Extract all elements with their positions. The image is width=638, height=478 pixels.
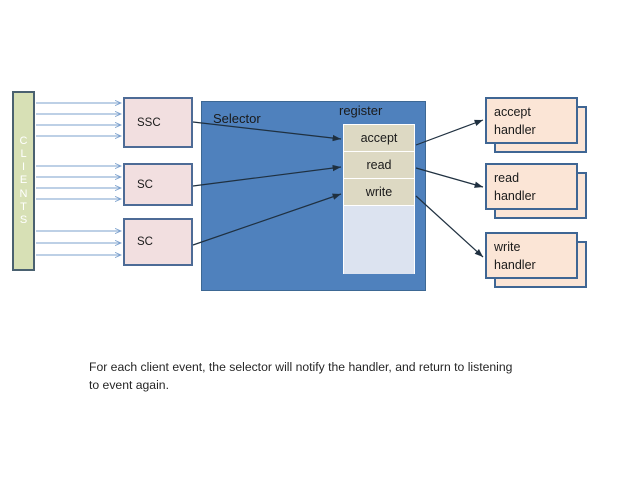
- register-to-handler-connectors: [415, 119, 484, 258]
- client-arrows-sc-2: [36, 231, 121, 255]
- clients-letter-c: C: [19, 134, 28, 147]
- handler-read-front-card: read handler: [485, 163, 578, 210]
- register-empty-slot: [344, 206, 414, 274]
- handler-write-line1: write: [494, 240, 521, 254]
- caption-text: For each client event, the selector will…: [89, 360, 513, 392]
- register-item-accept-label: accept: [360, 131, 398, 145]
- selector-label: Selector: [213, 111, 261, 126]
- clients-letter-s: S: [19, 214, 28, 226]
- socket-box-sc-1: SC: [123, 163, 193, 206]
- register-item-write-label: write: [365, 185, 393, 199]
- handler-accept: accept handler: [485, 97, 587, 153]
- clients-letter-l: L: [20, 147, 27, 160]
- register-item-read-label: read: [366, 158, 392, 172]
- handler-write: write handler: [485, 232, 587, 288]
- client-arrows-sc-1: [36, 166, 121, 199]
- handler-accept-line1: accept: [494, 105, 531, 119]
- handler-read-line2: handler: [494, 189, 536, 203]
- clients-letter-i: I: [21, 161, 26, 174]
- handler-read-line1: read: [494, 171, 520, 185]
- handler-write-front-card: write handler: [485, 232, 578, 279]
- clients-letter-e: E: [19, 174, 28, 187]
- register-label: register: [339, 103, 383, 118]
- client-arrows-ssc: [36, 103, 121, 136]
- clients-bar: C L I E N T S: [12, 91, 35, 271]
- register-item-read: read: [344, 152, 414, 179]
- handler-accept-front-card: accept handler: [485, 97, 578, 144]
- clients-letter-n: N: [19, 187, 28, 200]
- socket-box-sc-1-label: SC: [137, 178, 153, 191]
- connector-write-to-handler: [415, 195, 484, 258]
- register-item-write: write: [344, 179, 414, 206]
- connector-read-to-handler: [415, 167, 484, 188]
- socket-box-ssc: SSC: [123, 97, 193, 148]
- handler-read: read handler: [485, 163, 587, 219]
- clients-letter-t: T: [20, 200, 27, 213]
- socket-box-sc-2-label: SC: [137, 236, 153, 248]
- connector-accept-to-handler: [415, 119, 484, 146]
- socket-box-ssc-label: SSC: [137, 116, 161, 129]
- handler-accept-line2: handler: [494, 123, 536, 137]
- socket-box-sc-2: SC: [123, 218, 193, 266]
- register-item-accept: accept: [344, 125, 414, 152]
- register-stack: accept read write: [343, 124, 415, 274]
- handler-write-line2: handler: [494, 258, 536, 272]
